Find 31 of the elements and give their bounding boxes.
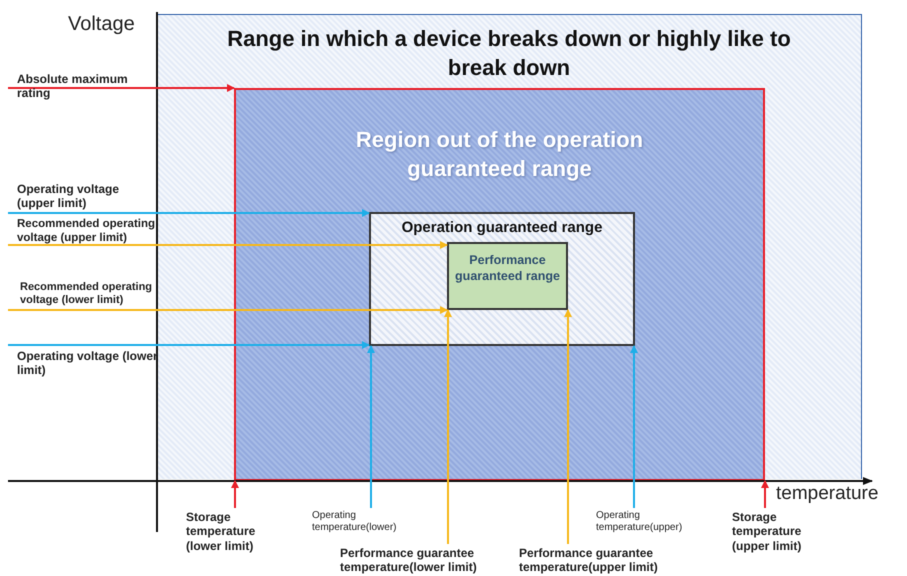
leader-arrow	[231, 480, 239, 508]
leader-arrow	[8, 306, 448, 314]
range-region	[234, 88, 765, 481]
region-title: Range in which a device breaks down or highly like to break down	[226, 25, 792, 82]
leader-text: Performance guarantee temperature(lower limit)	[340, 546, 516, 575]
region-title: Region out of the operation guaranteed range	[354, 126, 644, 183]
leader-arrow	[8, 241, 448, 249]
leader-text: Operating voltage (upper limit)	[8, 182, 158, 211]
leader-arrow	[8, 341, 370, 349]
leader-arrow	[8, 209, 370, 217]
leader-arrow	[367, 345, 375, 508]
region-title: Operation guaranteed range	[400, 218, 604, 238]
leader-text: Operating temperature(upper)	[596, 510, 706, 534]
leader-text: Recommended operating voltage (lower limit)	[8, 281, 158, 308]
region-title: Performance guaranteed range	[455, 252, 560, 284]
leader-text: Absolute maximum rating	[8, 72, 158, 101]
leader-arrow	[564, 309, 572, 544]
range-region	[369, 212, 635, 346]
leader-text: Operating temperature(lower)	[312, 510, 422, 534]
axis-title: Voltage	[68, 12, 135, 36]
axis-title: temperature	[776, 483, 878, 506]
leader-arrow	[444, 309, 452, 544]
leader-text: Recommended operating voltage (upper limit)	[8, 218, 158, 246]
range-region	[447, 242, 568, 310]
leader-text: Performance guarantee temperature(upper limit)	[519, 546, 695, 575]
leader-text: Storage temperature (lower limit)	[186, 510, 286, 554]
range-region	[157, 14, 862, 479]
leader-text: Storage temperature (upper limit)	[732, 510, 832, 554]
leader-arrow	[761, 480, 769, 508]
leader-arrow	[630, 345, 638, 508]
leader-arrow	[8, 84, 235, 92]
